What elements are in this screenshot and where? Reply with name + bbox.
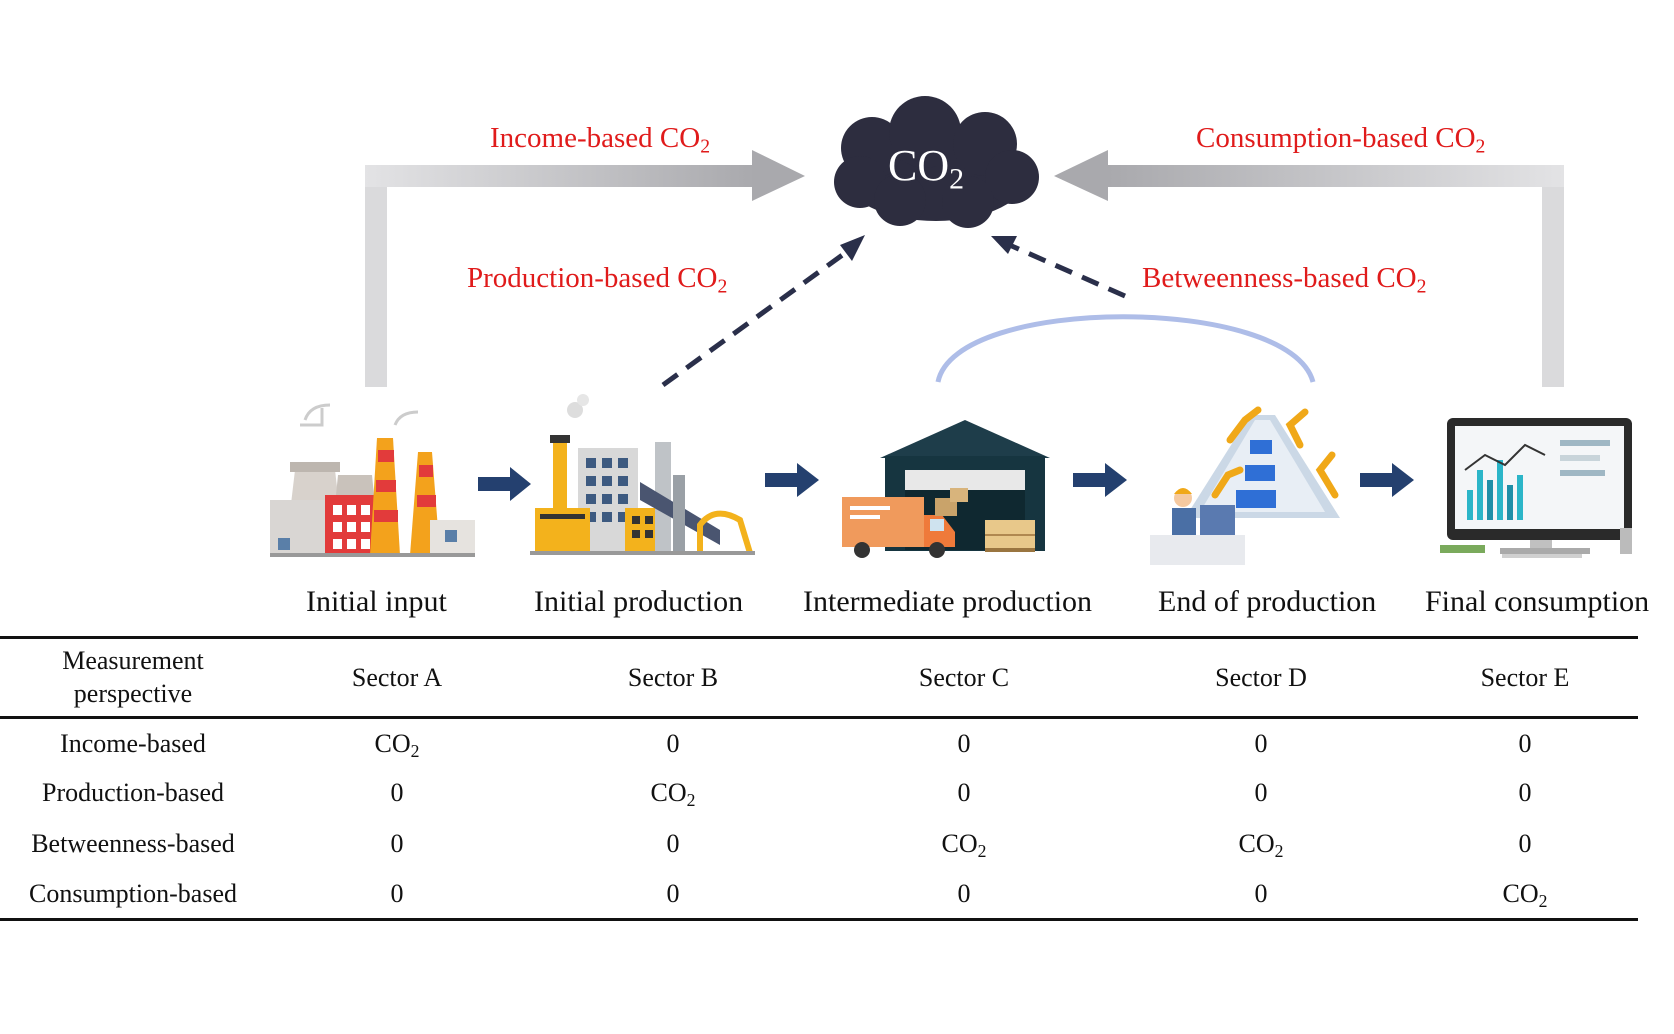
table-cell: CO2 [374,728,420,761]
header-sector-b: Sector B [627,662,719,692]
table-cell: CO2 [650,778,696,811]
table-cell: CO2 [1502,878,1548,911]
table-cell: 0 [1518,778,1532,808]
header-sector-e: Sector E [1480,662,1570,692]
consumption-flow-arrow [1054,150,1564,387]
betweenness-based-label: Betweenness-based CO2 [1142,262,1427,298]
power-plant-icon [270,403,475,557]
table-cell: 0 [1518,728,1532,758]
row-label: Consumption-based [29,878,237,908]
header-sector-a: Sector A [351,662,443,692]
table-cell: 0 [666,728,680,758]
row-label: Production-based [42,778,224,808]
stage-label-initial-production: Initial production [534,585,744,618]
co2-cloud [834,96,1039,228]
table-cell: 0 [957,878,971,908]
table-cell: 0 [666,828,680,858]
stage-label-end-of-production: End of production [1158,585,1377,618]
stage-arrow-4 [1360,463,1414,497]
stage-label-final-consumption: Final consumption [1425,585,1650,618]
table-cell: 0 [666,878,680,908]
income-based-label: Income-based CO2 [490,122,711,158]
table-header-row: Measurement perspective Sector A Sector … [0,637,1638,718]
table-cell: 0 [1254,878,1268,908]
production-based-label: Production-based CO2 [467,262,728,298]
betweenness-arc [935,314,1316,383]
stage-arrow-3 [1073,463,1127,497]
stage-arrow-1 [478,467,531,501]
table-row: Income-based CO2 0 0 0 0 [0,718,1638,769]
income-flow-arrow [365,150,805,387]
table-cell: 0 [957,728,971,758]
assembly-line-icon [1150,406,1340,565]
computer-monitor-icon [1440,418,1632,558]
table-row: Consumption-based 0 0 0 0 CO2 [0,869,1638,920]
cloud-co2-label: CO2 [888,141,965,196]
header-measurement-perspective: Measurement perspective [62,646,204,708]
table-cell: 0 [390,878,404,908]
table-row: Production-based 0 CO2 0 0 0 [0,768,1638,819]
table-cell: 0 [1254,778,1268,808]
table-row: Betweenness-based 0 0 CO2 CO2 0 [0,819,1638,870]
stage-arrow-2 [765,463,819,497]
table-cell: 0 [957,778,971,808]
table-cell: 0 [390,828,404,858]
table-cell: 0 [390,778,404,808]
header-sector-c: Sector C [918,662,1010,692]
table-cell: 0 [1518,828,1532,858]
table-cell: CO2 [1238,828,1284,861]
consumption-based-label: Consumption-based CO2 [1196,122,1486,158]
stage-label-intermediate-production: Intermediate production [803,585,1093,618]
stage-label-initial-input: Initial input [306,585,447,618]
header-sector-d: Sector D [1215,662,1307,692]
warehouse-truck-icon [842,420,1050,558]
measurement-table: Measurement perspective Sector A Sector … [0,636,1638,921]
factory-icon [530,394,755,555]
table-cell: 0 [1254,728,1268,758]
betweenness-dashed-arrow [991,236,1127,299]
table-cell: CO2 [941,828,987,861]
row-label: Income-based [60,728,206,758]
row-label: Betweenness-based [31,828,235,858]
production-dashed-arrow [661,235,865,388]
